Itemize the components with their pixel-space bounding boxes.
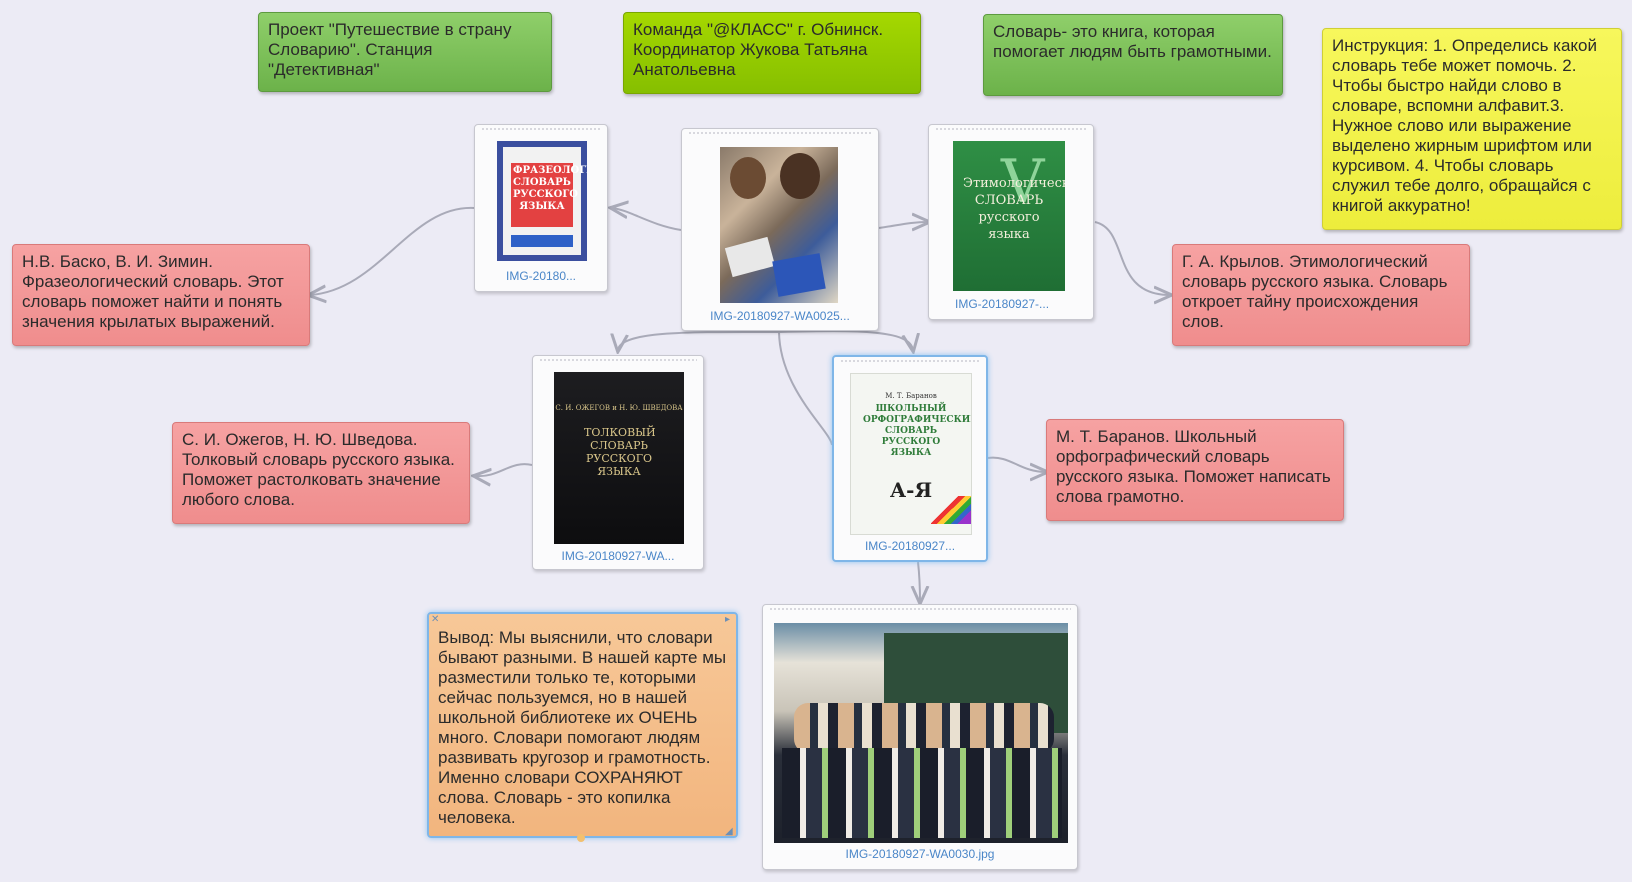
link-phraseological-basko — [310, 206, 475, 295]
team-note[interactable]: Команда "@КЛАСС" г. Обнинск. Координатор… — [623, 12, 921, 94]
link-center-bottom — [778, 331, 833, 446]
link-orthographic-class — [918, 561, 920, 602]
center-image-caption[interactable]: IMG-20180927-WA0025... — [710, 309, 850, 323]
explanatory-book-authors: С. И. ОЖЕГОВ и Н. Ю. ШВЕДОВА — [555, 404, 683, 412]
phraseological-book-cover: ФРАЗЕОЛОГИЧЕСКИЙ СЛОВАРЬ РУССКОГО ЯЗЫКА — [497, 141, 587, 261]
definition-note[interactable]: Словарь- это книга, которая помогает люд… — [983, 14, 1283, 96]
orthographic-book-title: ШКОЛЬНЫЙ ОРФОГРАФИЧЕСКИЙ СЛОВАРЬ РУССКОГ… — [863, 404, 972, 458]
orthographic-book-mark: А-Я — [889, 478, 933, 502]
card-drag-handle[interactable] — [688, 132, 872, 134]
baranov-note[interactable]: М. Т. Баранов. Школьный орфографический … — [1046, 419, 1344, 521]
instruction-note[interactable]: Инструкция: 1. Определись какой словарь … — [1322, 28, 1622, 230]
link-center-phraseological — [612, 208, 682, 231]
phraseological-book-title: ФРАЗЕОЛОГИЧЕСКИЙ СЛОВАРЬ РУССКОГО ЯЗЫКА — [513, 165, 587, 212]
card-drag-handle[interactable] — [481, 128, 601, 130]
explanatory-image-node[interactable]: С. И. ОЖЕГОВ и Н. Ю. ШВЕДОВА ТОЛКОВЫЙ СЛ… — [532, 355, 704, 570]
link-etymological-krylov — [1094, 221, 1170, 295]
class-photo-image-node[interactable]: IMG-20180927-WA0030.jpg — [762, 604, 1078, 870]
etymological-book-cover: V Этимологический СЛОВАРЬ русского языка — [953, 141, 1065, 291]
krylov-note[interactable]: Г. А. Крылов. Этимологический словарь ру… — [1172, 244, 1470, 346]
phraseological-caption[interactable]: IMG-20180... — [505, 269, 577, 283]
center-image-node[interactable]: IMG-20180927-WA0025... — [681, 128, 879, 331]
etymological-book-title: Этимологический СЛОВАРЬ русского языка — [963, 176, 1065, 242]
resize-handle-icon[interactable]: ◢ — [725, 826, 733, 837]
explanatory-book-title: ТОЛКОВЫЙ СЛОВАРЬ РУССКОГО ЯЗЫКА — [584, 426, 656, 478]
connection-handle[interactable] — [577, 834, 585, 842]
link-orthographic-baranov — [987, 456, 1046, 472]
link-explanatory-ozhegov — [475, 463, 533, 476]
children-reading-photo — [720, 147, 838, 303]
basko-note[interactable]: Н.В. Баско, В. И. Зимин. Фразеологически… — [12, 244, 310, 346]
phraseological-image-node[interactable]: ФРАЗЕОЛОГИЧЕСКИЙ СЛОВАРЬ РУССКОГО ЯЗЫКА … — [474, 124, 608, 292]
class-photo-caption[interactable]: IMG-20180927-WA0030.jpg — [845, 847, 995, 861]
card-drag-handle[interactable] — [935, 128, 1087, 130]
orthographic-caption[interactable]: IMG-20180927... — [864, 539, 956, 553]
card-drag-handle[interactable] — [539, 359, 697, 361]
orthographic-book-author: М. Т. Баранов — [885, 392, 937, 400]
ozhegov-note[interactable]: С. И. Ожегов, Н. Ю. Шведова. Толковый сл… — [172, 422, 470, 524]
card-drag-handle[interactable] — [769, 608, 1071, 610]
project-note[interactable]: Проект "Путешествие в страну Словарию". … — [258, 12, 552, 92]
link-center-etymological — [878, 222, 928, 228]
expand-arrow-icon[interactable]: ▸ — [725, 614, 731, 625]
close-icon[interactable]: ✕ — [431, 614, 440, 625]
card-drag-handle[interactable] — [840, 360, 980, 362]
etymological-caption[interactable]: IMG-20180927-... — [955, 297, 1050, 311]
conclusion-note[interactable]: Вывод: Мы выяснили, что словари бывают р… — [427, 612, 738, 838]
explanatory-book-cover: С. И. ОЖЕГОВ и Н. Ю. ШВЕДОВА ТОЛКОВЫЙ СЛ… — [554, 372, 684, 544]
orthographic-book-cover: М. Т. Баранов ШКОЛЬНЫЙ ОРФОГРАФИЧЕСКИЙ С… — [850, 373, 972, 535]
explanatory-caption[interactable]: IMG-20180927-WA... — [561, 549, 675, 563]
etymological-image-node[interactable]: V Этимологический СЛОВАРЬ русского языка… — [928, 124, 1094, 320]
orthographic-image-node[interactable]: М. Т. Баранов ШКОЛЬНЫЙ ОРФОГРАФИЧЕСКИЙ С… — [832, 355, 988, 562]
link-center-explanatory — [618, 330, 781, 350]
link-center-orthographic — [779, 330, 913, 350]
class-photo — [774, 623, 1068, 843]
